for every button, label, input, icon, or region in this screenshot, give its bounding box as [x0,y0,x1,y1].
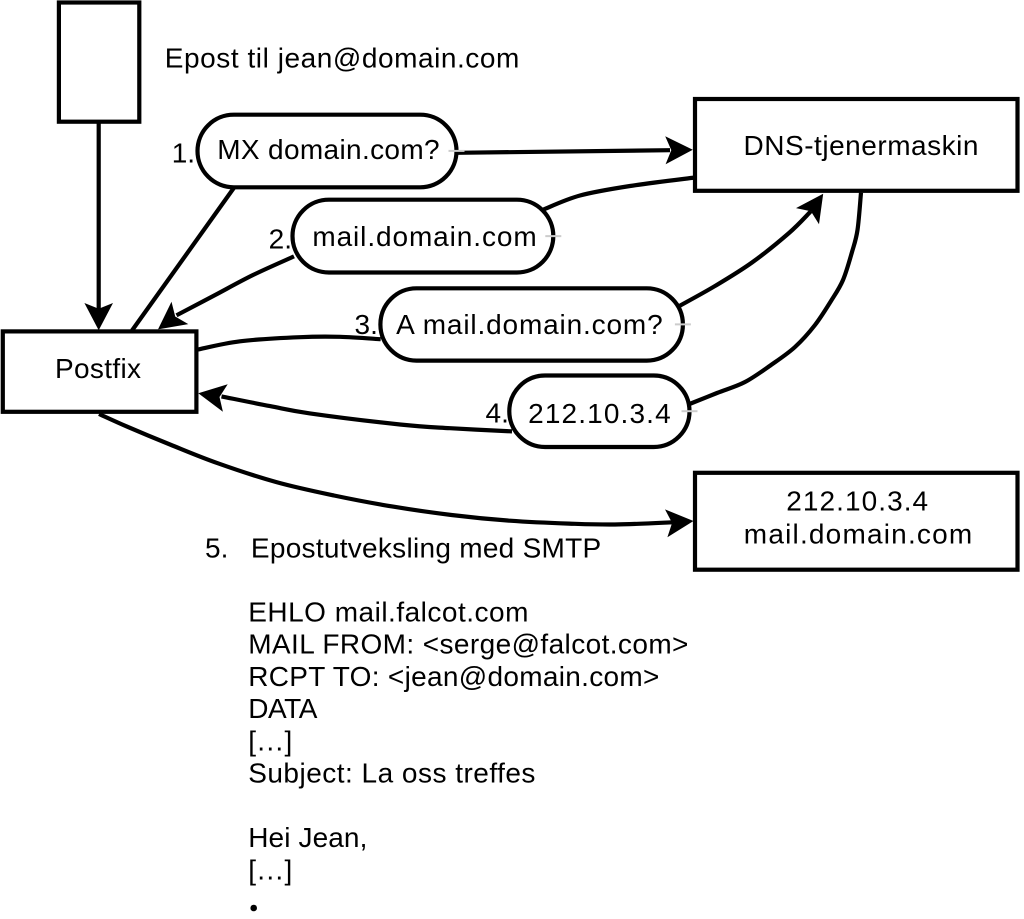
svg-text:DATA: DATA [248,693,318,724]
svg-text:5.: 5. [205,533,228,564]
svg-text:Epost til jean@domain.com: Epost til jean@domain.com [165,43,520,74]
svg-text:mail.domain.com: mail.domain.com [744,518,972,549]
svg-text:Postfix: Postfix [55,353,141,384]
svg-text:1.: 1. [172,138,195,169]
svg-text:DNS-tjenermaskin: DNS-tjenermaskin [744,130,979,161]
svg-text:[...]: [...] [248,854,293,885]
svg-text:mail.domain.com: mail.domain.com [312,221,536,252]
svg-text:MX domain.com?: MX domain.com? [217,134,439,165]
svg-text:RCPT TO: <jean@domain.com>: RCPT TO: <jean@domain.com> [248,661,659,692]
svg-text:[...]: [...] [248,725,293,756]
svg-text:2.: 2. [269,224,292,255]
svg-text:Epostutveksling med SMTP: Epostutveksling med SMTP [251,533,601,564]
svg-text:MAIL FROM: <serge@falcot.com>: MAIL FROM: <serge@falcot.com> [248,629,688,660]
svg-text:A mail.domain.com?: A mail.domain.com? [396,309,663,340]
svg-text:Hei Jean,: Hei Jean, [248,822,367,853]
svg-text:3.: 3. [355,309,378,340]
svg-text:4.: 4. [486,398,509,429]
svg-text:EHLO mail.falcot.com: EHLO mail.falcot.com [248,596,528,627]
svg-text:Subject: La oss treffes: Subject: La oss treffes [248,758,535,789]
svg-text:212.10.3.4: 212.10.3.4 [786,486,928,517]
svg-text:212.10.3.4: 212.10.3.4 [528,398,671,429]
